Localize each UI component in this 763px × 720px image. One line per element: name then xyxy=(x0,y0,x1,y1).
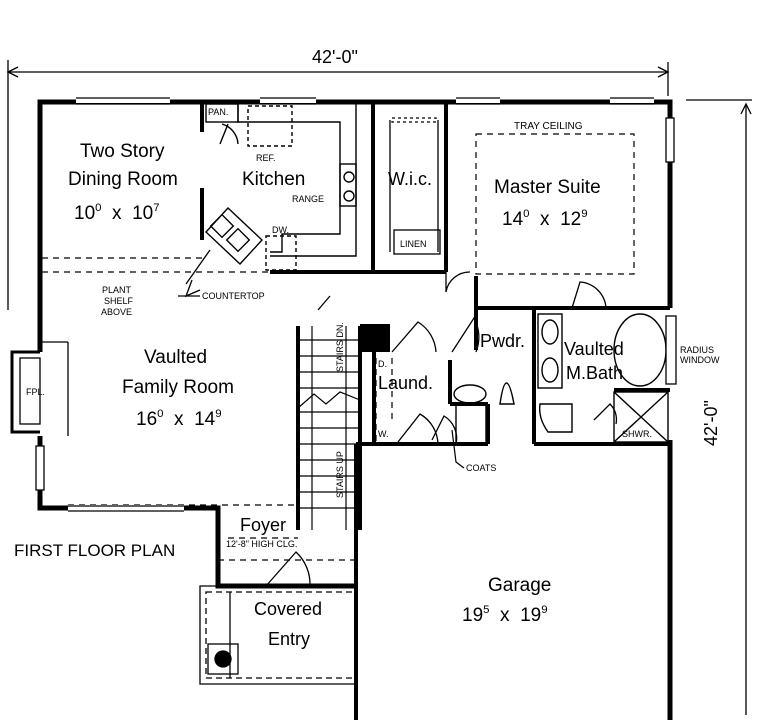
countertop-label: COUNTERTOP xyxy=(202,291,265,301)
foyer-ceiling-note: 12'-8" HIGH CLG. xyxy=(226,539,298,549)
pantry-label: PAN. xyxy=(208,107,229,117)
coats-label: COATS xyxy=(466,463,497,473)
stairs xyxy=(297,326,361,530)
width-dimension-line xyxy=(6,60,670,310)
covered-entry-label-1: Covered xyxy=(254,599,323,619)
washer-label: W. xyxy=(378,429,389,439)
fireplace xyxy=(10,341,69,436)
refrigerator-label: REF. xyxy=(256,153,276,163)
bath-fixtures xyxy=(453,313,669,445)
depth-dimension-label: 42'-0" xyxy=(701,400,721,446)
plant-shelf-label-2: SHELF xyxy=(104,296,134,306)
radius-window-label-1: RADIUS xyxy=(680,345,715,355)
shower-label: SHWR. xyxy=(622,429,652,439)
stair-block xyxy=(358,326,390,352)
dining-room-label-2: Dining Room xyxy=(68,169,178,190)
walk-in-closet-label: W.i.c. xyxy=(388,169,432,189)
depth-dimension-line xyxy=(686,99,752,715)
linen-label: LINEN xyxy=(400,239,427,249)
plant-shelf-label-3: ABOVE xyxy=(101,307,133,317)
garage-label: Garage xyxy=(488,575,552,596)
master-suite-label: Master Suite xyxy=(494,177,601,198)
coats-leader xyxy=(451,429,465,469)
stairs-up-label: STAIRS UP xyxy=(335,451,345,498)
plan-title: FIRST FLOOR PLAN xyxy=(14,541,176,560)
dining-room-label-1: Two Story xyxy=(80,141,165,162)
powder-room-label: Pwdr. xyxy=(480,331,526,351)
windows xyxy=(35,97,677,512)
family-room-dimensions: 160 x 149 xyxy=(136,408,222,430)
fireplace-label: FPL. xyxy=(26,387,46,397)
dining-room-dimensions: 100 x 107 xyxy=(74,202,160,224)
foyer-label: Foyer xyxy=(240,515,287,535)
stairs-down-label: STAIRS DN. xyxy=(335,322,345,372)
wic-shelves xyxy=(389,117,441,255)
range-label: RANGE xyxy=(292,194,325,204)
covered-entry xyxy=(199,585,357,685)
master-bath-label-1: Vaulted xyxy=(564,339,624,359)
garage-dimensions: 195 x 199 xyxy=(462,604,548,626)
family-room-label-2: Family Room xyxy=(122,377,234,398)
width-dimension-label: 42'-0" xyxy=(312,47,358,67)
covered-entry-label-2: Entry xyxy=(268,629,311,649)
laundry-label: Laund. xyxy=(378,373,434,393)
master-suite-dimensions: 140 x 129 xyxy=(502,208,588,230)
kitchen-counters xyxy=(205,102,357,271)
radius-window-label-2: WINDOW xyxy=(680,355,720,365)
dishwasher-label: DW. xyxy=(272,225,289,235)
tray-ceiling-label: TRAY CEILING xyxy=(514,121,583,132)
plant-shelf-label-1: PLANT xyxy=(102,285,132,295)
master-bath-label-2: M.Bath xyxy=(566,363,624,383)
dryer-label: D. xyxy=(378,359,387,369)
kitchen-label: Kitchen xyxy=(242,169,306,190)
family-room-label-1: Vaulted xyxy=(144,347,208,368)
